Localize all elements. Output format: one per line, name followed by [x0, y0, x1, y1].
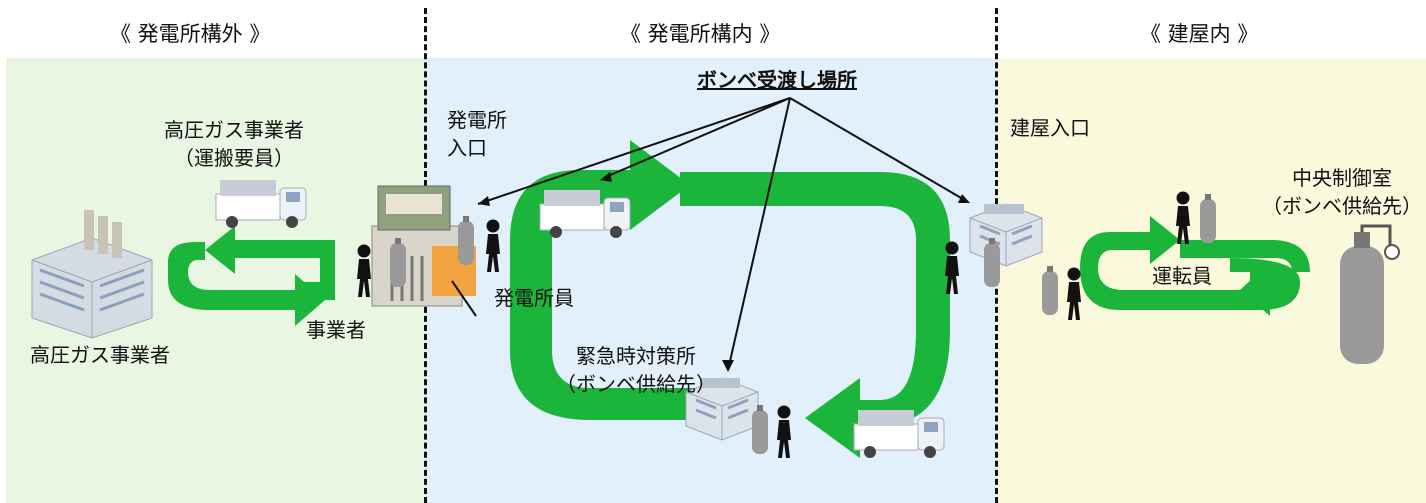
truck-icon	[853, 409, 945, 459]
label-emergency-office: 緊急時対策所 （ボンベ供給先）	[556, 342, 716, 398]
building-icon	[968, 202, 1044, 268]
zone-title-outside: 《 発電所構外 》	[110, 22, 271, 46]
label-gas-company-top: 高圧ガス事業者 （運搬要員）	[164, 116, 304, 172]
label-control-room: 中央制御室 （ボンベ供給先）	[1262, 164, 1422, 220]
gas-cylinder-icon	[1200, 194, 1216, 243]
pointer-lines	[477, 97, 969, 371]
gas-cylinder-icon	[1042, 266, 1058, 315]
person-icon	[777, 405, 791, 458]
label-transport-staff: （運搬要員）	[174, 146, 294, 170]
gate-icon	[371, 185, 477, 317]
label-emergency-office-supply: （ボンベ供給先）	[556, 372, 716, 396]
label-plant-staff: 発電所員	[494, 286, 574, 310]
label-building-entrance: 建屋入口	[1010, 116, 1090, 140]
label-control-room-supply: （ボンベ供給先）	[1262, 194, 1422, 218]
label-plant-entrance-line2: 入口	[447, 136, 487, 160]
person-icon	[945, 241, 959, 294]
label-gas-company-name: 高圧ガス事業者	[164, 118, 304, 142]
flow-arrow-outside	[168, 226, 335, 326]
zone-title-building: 《 建屋内 》	[1140, 22, 1259, 46]
label-cylinder-handover: ボンベ受渡し場所	[697, 68, 857, 92]
person-icon	[486, 219, 500, 272]
label-operator: 運転員	[1152, 264, 1212, 288]
gas-cylinder-icon	[458, 216, 474, 265]
gas-cylinder-icon	[752, 405, 768, 454]
person-icon	[1176, 191, 1190, 244]
label-plant-entrance-line1: 発電所	[447, 108, 507, 132]
zone-title-plant: 《 発電所構内 》	[620, 22, 781, 46]
flow-arrow-building	[1080, 216, 1310, 316]
label-business-operator: 事業者	[306, 318, 366, 342]
label-plant-entrance: 発電所 入口	[447, 106, 507, 162]
person-icon	[357, 244, 371, 297]
gas-cylinder-icon	[984, 238, 1000, 287]
gas-cylinder-icon	[390, 238, 406, 287]
person-icon	[1067, 267, 1081, 320]
label-control-room-name: 中央制御室	[1292, 166, 1392, 190]
label-emergency-office-name: 緊急時対策所	[576, 344, 696, 368]
gas-cylinder-icon	[1340, 224, 1400, 364]
label-gas-company-bottom: 高圧ガス事業者	[30, 343, 170, 367]
truck-icon	[215, 179, 307, 229]
factory-icon	[31, 210, 153, 339]
